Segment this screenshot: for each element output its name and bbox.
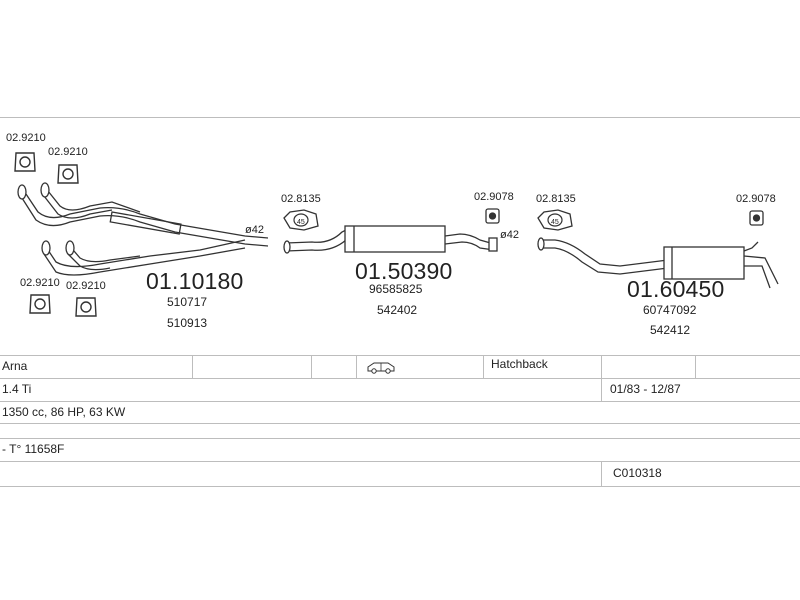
table-row-divider bbox=[0, 378, 800, 379]
table-row-divider bbox=[0, 423, 800, 424]
pipe-diameter-label: ø42 bbox=[245, 224, 264, 236]
front-pipe-part-number: 01.10180 bbox=[146, 268, 244, 294]
clamp-icon bbox=[57, 164, 79, 184]
car-icon bbox=[367, 362, 395, 374]
vehicle-specs: 1350 cc, 86 HP, 63 KW bbox=[2, 405, 126, 419]
table-row-divider bbox=[0, 438, 800, 439]
table-col-divider bbox=[601, 378, 602, 401]
front-pipe-flanges bbox=[17, 182, 75, 256]
table-col-divider bbox=[356, 355, 357, 378]
clamp-part-number: 02.9210 bbox=[48, 146, 88, 158]
table-row-divider bbox=[0, 486, 800, 487]
front-pipe-ref: 510717 bbox=[167, 295, 208, 309]
table-col-divider bbox=[601, 461, 602, 486]
rubber-hanger-icon bbox=[749, 210, 764, 226]
gasket-number: 45 bbox=[297, 219, 305, 226]
rear-flanges bbox=[537, 237, 545, 251]
table-row-divider bbox=[0, 401, 800, 402]
middle-flanges bbox=[283, 237, 498, 254]
system-code: C010318 bbox=[613, 466, 662, 480]
table-col-divider bbox=[601, 355, 602, 378]
middle-silencer-ref: 542402 bbox=[377, 303, 418, 317]
gasket-icon bbox=[537, 209, 573, 231]
top-divider bbox=[0, 117, 800, 118]
clamp-icon bbox=[75, 297, 97, 317]
gasket-part-number: 02.8135 bbox=[281, 193, 321, 205]
rear-section bbox=[540, 239, 779, 289]
vehicle-model: Arna bbox=[2, 359, 28, 373]
rear-silencer-ref: 542412 bbox=[650, 323, 691, 337]
clamp-icon bbox=[29, 294, 51, 314]
rear-silencer-ref: 60747092 bbox=[643, 303, 697, 317]
table-col-divider bbox=[192, 355, 193, 378]
pipe-diameter-label: ø42 bbox=[500, 229, 519, 241]
table-row-divider bbox=[0, 461, 800, 462]
vehicle-type-code: - T° 11658F bbox=[2, 442, 65, 456]
middle-section bbox=[285, 225, 495, 253]
table-col-divider bbox=[695, 355, 696, 378]
gasket-part-number: 02.8135 bbox=[536, 193, 576, 205]
hanger-part-number: 02.9078 bbox=[736, 193, 776, 205]
table-col-divider bbox=[311, 355, 312, 378]
clamp-part-number: 02.9210 bbox=[20, 277, 60, 289]
clamp-part-number: 02.9210 bbox=[6, 132, 46, 144]
table-row-divider bbox=[0, 355, 800, 356]
middle-silencer-part-number: 01.50390 bbox=[355, 258, 453, 284]
hanger-part-number: 02.9078 bbox=[474, 191, 514, 203]
rubber-hanger-icon bbox=[485, 208, 500, 224]
vehicle-years: 01/83 - 12/87 bbox=[610, 382, 681, 396]
vehicle-body-type: Hatchback bbox=[491, 357, 548, 371]
front-pipe bbox=[21, 185, 269, 276]
rear-silencer-part-number: 01.60450 bbox=[627, 276, 725, 302]
front-pipe-ref: 510913 bbox=[167, 316, 208, 330]
gasket-number: 45 bbox=[551, 219, 559, 226]
clamp-part-number: 02.9210 bbox=[66, 280, 106, 292]
gasket-icon bbox=[283, 209, 319, 231]
middle-silencer-ref: 96585825 bbox=[369, 282, 423, 296]
clamp-icon bbox=[14, 152, 36, 172]
table-col-divider bbox=[483, 355, 484, 378]
vehicle-engine: 1.4 Ti bbox=[2, 382, 32, 396]
